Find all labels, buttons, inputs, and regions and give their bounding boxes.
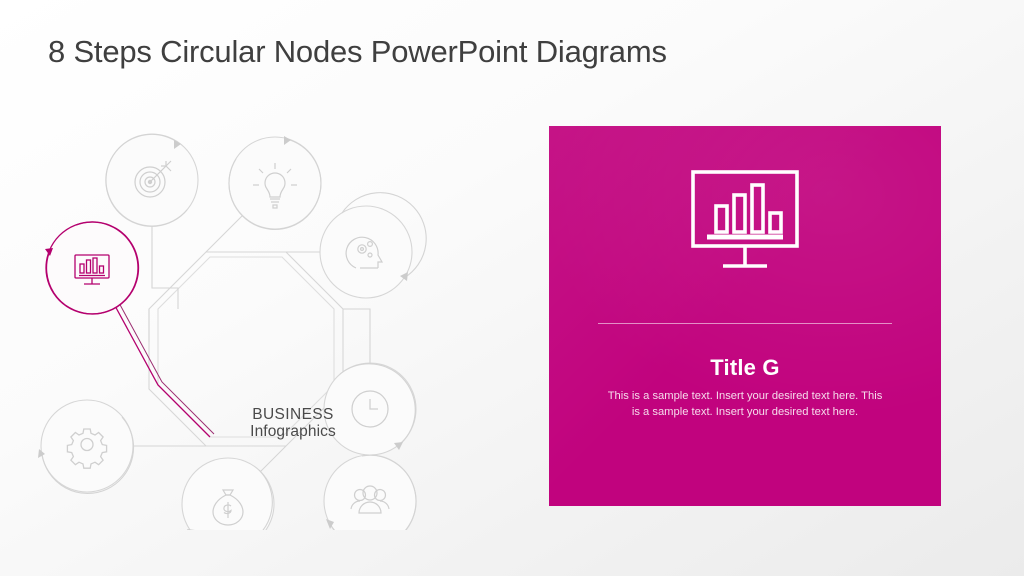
monitor-chart-icon	[74, 254, 110, 285]
node-gear[interactable]	[38, 399, 135, 495]
node-lightbulb[interactable]	[228, 136, 322, 230]
node-monitor-chart-active[interactable]	[45, 221, 215, 438]
octagon-outline	[148, 251, 344, 447]
panel-icon-wrap	[549, 164, 941, 282]
node-people[interactable]	[323, 454, 417, 530]
head-gears-icon	[345, 236, 384, 269]
monitor-chart-icon	[691, 170, 799, 268]
node-target[interactable]	[105, 133, 199, 227]
diagram-svg	[38, 133, 427, 530]
content-panel[interactable]: Title G This is a sample text. Insert yo…	[549, 126, 941, 506]
node-head-gears[interactable]	[319, 192, 427, 299]
circular-nodes-diagram[interactable]: BUSINESS Infographics	[18, 110, 518, 530]
people-group-icon	[350, 485, 390, 514]
panel-divider	[598, 323, 892, 324]
panel-title: Title G	[710, 355, 780, 380]
target-icon	[134, 160, 172, 198]
money-bag-icon	[212, 489, 244, 526]
node-clock[interactable]	[323, 362, 417, 456]
node-money[interactable]	[181, 457, 275, 530]
clock-icon	[351, 390, 389, 428]
page-title: 8 Steps Circular Nodes PowerPoint Diagra…	[48, 34, 667, 69]
panel-body-text: This is a sample text. Insert your desir…	[607, 390, 883, 419]
gear-icon	[66, 428, 108, 469]
lightbulb-icon	[253, 163, 297, 209]
